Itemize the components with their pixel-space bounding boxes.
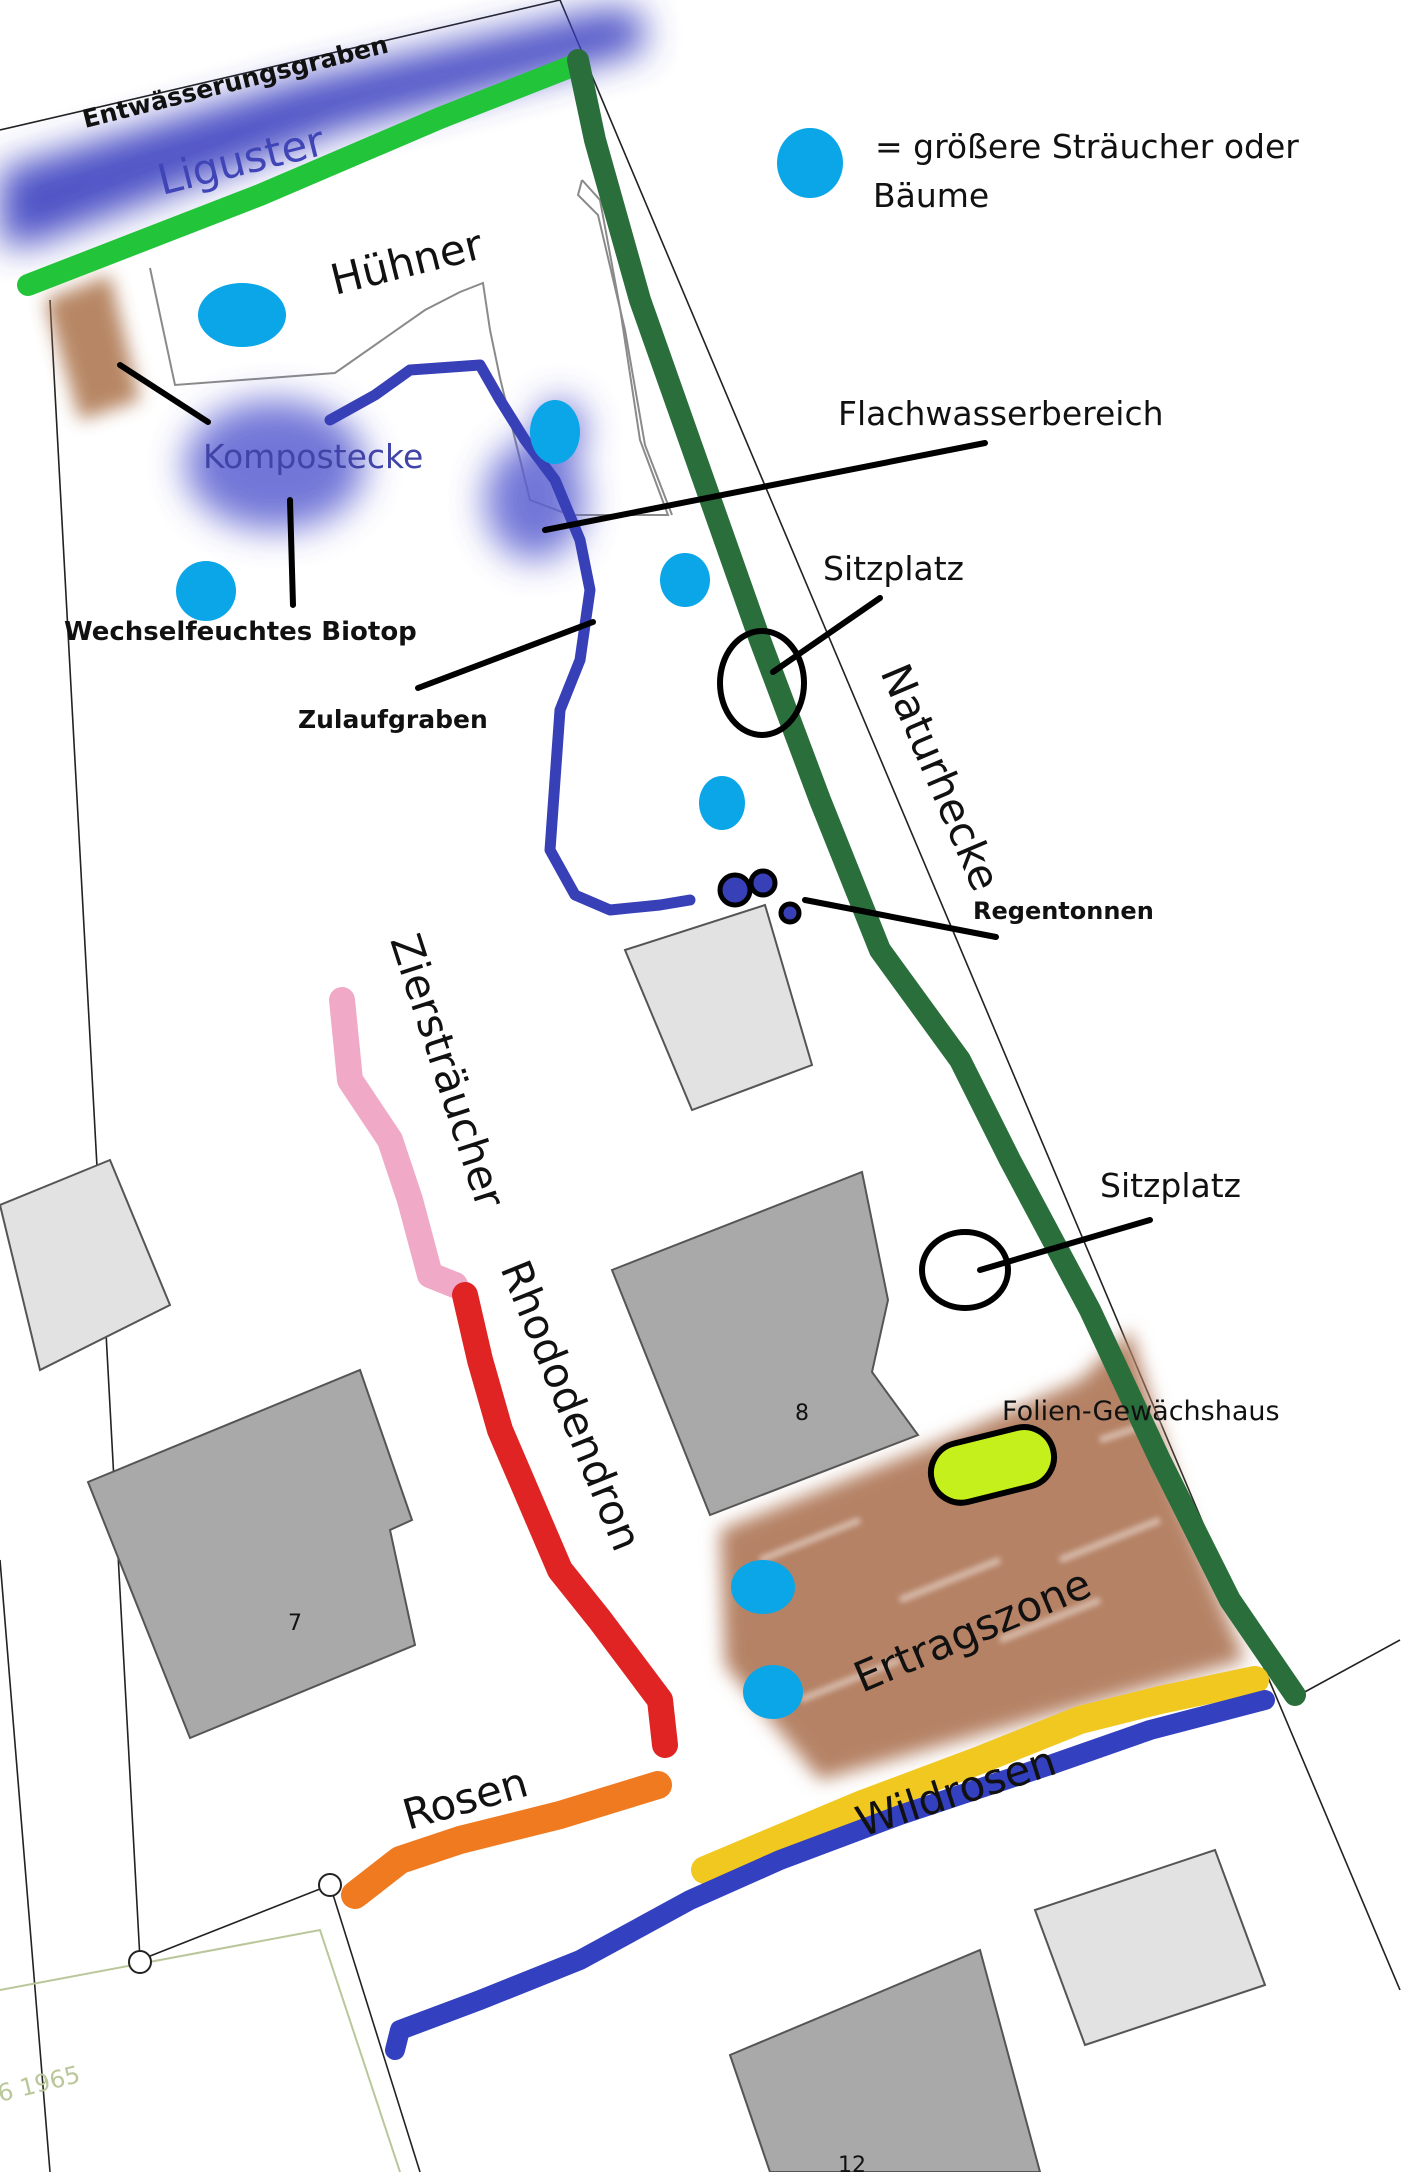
polytunnel-icon — [927, 1424, 1058, 1506]
label-house-8: 8 — [795, 1401, 809, 1426]
label-polytunnel: Folien-Gewächshaus — [1002, 1396, 1280, 1427]
yield-zone-area — [720, 1330, 1245, 1780]
parcel-frame — [0, 1928, 401, 2172]
yield-zone-texture — [758, 1386, 1162, 1704]
label-rain-barrels: Regentonnen — [973, 897, 1154, 925]
blue-dot-icon — [660, 553, 710, 607]
label-chickens: Hühner — [326, 220, 489, 305]
roses-line — [341, 1771, 672, 1909]
rain-barrel-icons — [717, 868, 802, 925]
ornamental-shrubs-line — [329, 987, 468, 1298]
label-shallow-water: Flachwasserbereich — [838, 394, 1164, 433]
wet-biotope-area — [185, 400, 585, 560]
seating-circle-icon — [717, 628, 807, 738]
tree-icons — [176, 283, 803, 1719]
legend-text-line2: Bäume — [873, 176, 989, 215]
building-house-8 — [610, 1170, 920, 1517]
blue-dot-icon — [198, 283, 286, 347]
pointer-lines — [117, 362, 1153, 1273]
legend-text-line1: = größere Sträucher oder — [875, 127, 1299, 166]
blue-dot-icon — [530, 400, 580, 464]
blue-dot-icon — [699, 776, 745, 830]
seating-circle-icon — [919, 1229, 1011, 1311]
chicken-run-outline — [149, 179, 670, 516]
compost-area — [45, 275, 140, 420]
natural-hedge-line — [567, 49, 1306, 1706]
label-inlet-ditch: Zulaufgraben — [298, 705, 488, 734]
inlet-ditch-line — [324, 359, 696, 916]
label-seating-top: Sitzplatz — [823, 549, 964, 588]
privet-line — [17, 54, 586, 296]
building-left-small — [0, 1158, 172, 1372]
building-bottom-right — [1033, 1848, 1267, 2047]
legend: = größere Sträucher oder Bäume — [777, 127, 1299, 215]
label-natural-hedge: Naturhecke — [871, 657, 1010, 898]
blue-dot-icon — [743, 1665, 803, 1719]
wild-roses-line — [691, 1666, 1269, 1884]
blue-dot-icon — [176, 561, 236, 621]
label-seating-bottom: Sitzplatz — [1100, 1166, 1241, 1205]
legend-blue-dot-icon — [777, 128, 843, 198]
label-compost: Kompostecke — [203, 437, 423, 476]
building-bottom — [728, 1948, 1042, 2172]
buildings — [0, 903, 1267, 2172]
boundary-blue-line — [385, 1690, 1275, 2060]
building-house-7 — [86, 1368, 417, 1740]
boundary-marker — [318, 1873, 342, 1897]
building-shed — [623, 903, 814, 1112]
privet-hedge — [0, 10, 645, 245]
label-house-7: 7 — [288, 1611, 302, 1636]
boundary-marker — [128, 1950, 152, 1974]
chicken-run-outline-inner — [576, 179, 673, 516]
rhododendron-line — [452, 1282, 678, 1758]
label-house-bottom: 12 — [838, 2153, 866, 2172]
blue-dot-icon — [731, 1560, 795, 1614]
label-biotope: Wechselfeuchtes Biotop — [64, 617, 417, 647]
